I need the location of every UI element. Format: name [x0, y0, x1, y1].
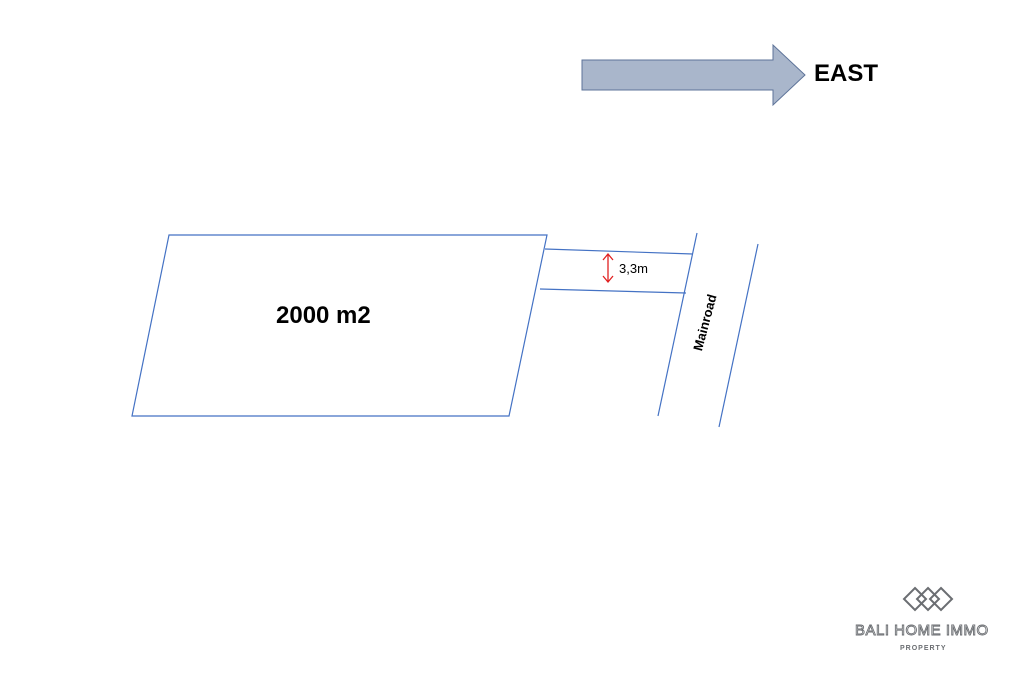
plot-area-label: 2000 m2 — [276, 302, 371, 329]
logo-tagline: PROPERTY — [900, 645, 947, 652]
access-road-top-line — [544, 248, 694, 255]
mainroad-west-edge — [657, 232, 698, 417]
direction-label: EAST — [814, 60, 879, 87]
mainroad-east-edge — [718, 243, 759, 428]
access-width-label: 3,3m — [619, 261, 648, 276]
land-plot — [131, 234, 548, 417]
dimension-arrow-icon — [602, 252, 614, 284]
access-road-bottom-line — [539, 288, 687, 294]
east-arrow-icon — [581, 43, 806, 107]
logo-diamonds-icon — [902, 586, 954, 612]
logo-name: BALI HOME IMMO — [855, 622, 989, 640]
